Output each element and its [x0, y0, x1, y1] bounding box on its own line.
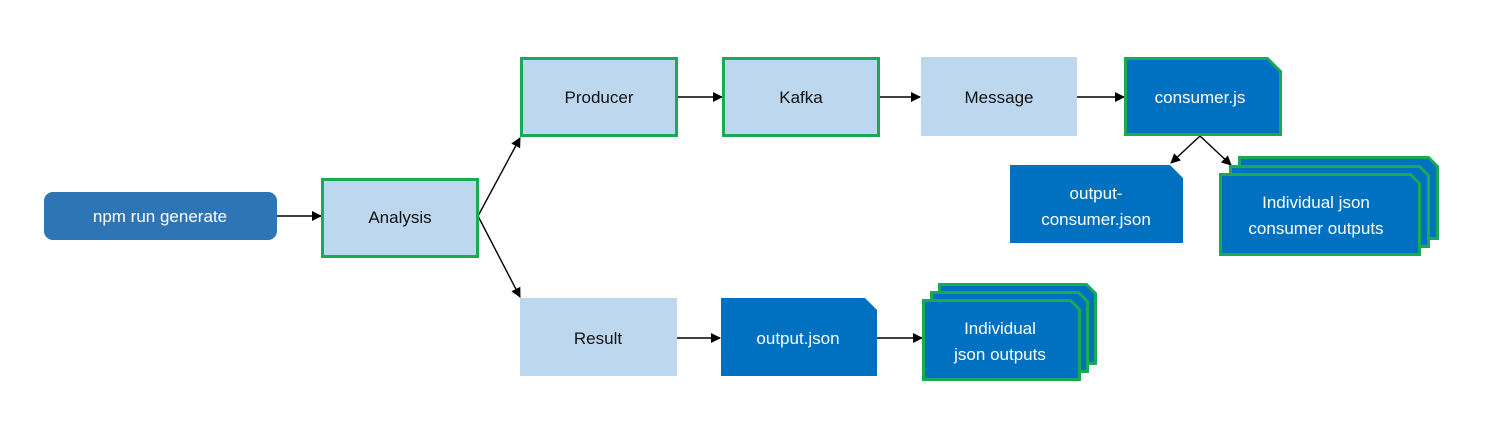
- output-consumer-json-node: output- consumer.json: [1010, 165, 1183, 243]
- kafka-node-label: Kafka: [779, 88, 823, 107]
- message-node-shape: [921, 57, 1077, 136]
- arrow-analysis-to-result: [477, 215, 521, 298]
- document-icon: [721, 298, 877, 376]
- output-consumer-json-line1: output-: [1070, 184, 1123, 203]
- individual-json-outputs-line1: Individual: [964, 319, 1036, 338]
- connectors: [277, 92, 1232, 343]
- arrow-consumer-to-individual-consumer: [1199, 135, 1232, 166]
- kafka-node: Kafka: [722, 57, 880, 137]
- arrow-consumer-to-output-consumer: [1170, 135, 1201, 164]
- arrow-analysis-to-producer: [477, 137, 521, 217]
- analysis-node-shape: [321, 178, 479, 258]
- producer-node-label: Producer: [565, 88, 634, 107]
- individual-json-outputs-node: Individual json outputs: [922, 283, 1097, 381]
- producer-node: Producer: [520, 57, 678, 137]
- individual-consumer-outputs-node: Individual json consumer outputs: [1219, 156, 1439, 256]
- multi-document-icon: [922, 283, 1097, 381]
- individual-consumer-line2: consumer outputs: [1248, 219, 1383, 238]
- npm-run-generate-node: npm run generate: [44, 192, 277, 240]
- result-node-shape: [520, 298, 677, 376]
- output-consumer-json-line2: consumer.json: [1041, 210, 1151, 229]
- producer-node-shape: [520, 57, 678, 137]
- document-icon: [1010, 165, 1183, 243]
- analysis-node: Analysis: [321, 178, 479, 258]
- multi-document-icon: [1219, 156, 1439, 256]
- start-node-label: npm run generate: [93, 207, 227, 226]
- start-node-shape: [44, 192, 277, 240]
- analysis-node-label: Analysis: [368, 208, 431, 227]
- kafka-node-shape: [722, 57, 880, 137]
- individual-consumer-line1: Individual json: [1262, 193, 1370, 212]
- output-json-node: output.json: [721, 298, 877, 376]
- result-node-label: Result: [574, 329, 622, 348]
- consumer-js-label: consumer.js: [1155, 88, 1246, 107]
- consumer-js-node: consumer.js: [1124, 57, 1282, 136]
- document-icon: [1124, 57, 1282, 136]
- message-node: Message: [921, 57, 1077, 136]
- message-node-label: Message: [965, 88, 1034, 107]
- output-json-label: output.json: [756, 329, 839, 348]
- result-node: Result: [520, 298, 677, 376]
- individual-json-outputs-line2: json outputs: [953, 345, 1046, 364]
